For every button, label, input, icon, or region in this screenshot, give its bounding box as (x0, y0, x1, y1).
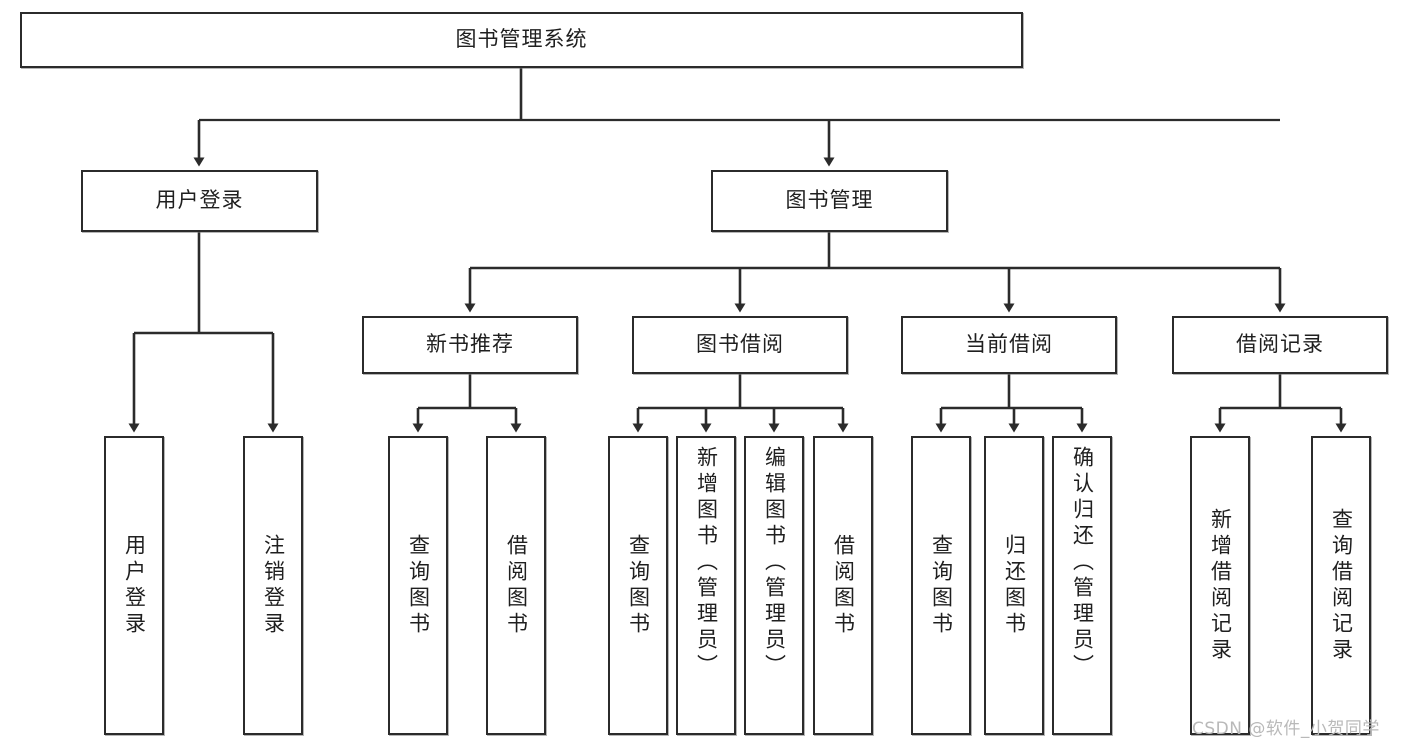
leaf-add-borrow-record[interactable]: 新增借阅记录 (1190, 436, 1250, 735)
node-book-borrow[interactable]: 图书借阅 (632, 316, 848, 374)
leaf-query-borrow-record[interactable]: 查询借阅记录 (1311, 436, 1371, 735)
node-new-book-recommend-label: 新书推荐 (426, 332, 514, 357)
leaf-user-login[interactable]: 用户登录 (104, 436, 164, 735)
leaf-query-book-current[interactable]: 查询图书 (911, 436, 971, 735)
leaf-edit-book-admin[interactable]: 编辑图书（管理员） (744, 436, 804, 735)
leaf-query-book-borrow-label: 查询图书 (626, 533, 651, 638)
leaf-return-book-label: 归还图书 (1002, 533, 1027, 638)
leaf-user-login-label: 用户登录 (122, 533, 147, 638)
node-current-borrow-label: 当前借阅 (965, 332, 1053, 357)
leaf-confirm-return-admin[interactable]: 确认归还（管理员） (1052, 436, 1112, 735)
leaf-confirm-return-admin-label: 确认归还（管理员） (1070, 446, 1095, 680)
node-book-management-label: 图书管理 (785, 188, 874, 213)
leaf-logout[interactable]: 注销登录 (243, 436, 303, 735)
leaf-add-borrow-record-label: 新增借阅记录 (1208, 507, 1233, 664)
node-current-borrow[interactable]: 当前借阅 (901, 316, 1117, 374)
leaf-borrow-book-recommend-label: 借阅图书 (504, 533, 529, 638)
leaf-query-book-current-label: 查询图书 (929, 533, 954, 638)
node-user-login[interactable]: 用户登录 (81, 170, 318, 232)
leaf-query-borrow-record-label: 查询借阅记录 (1329, 507, 1354, 664)
leaf-query-book-borrow[interactable]: 查询图书 (608, 436, 668, 735)
leaf-add-book-admin[interactable]: 新增图书（管理员） (676, 436, 736, 735)
node-book-management[interactable]: 图书管理 (711, 170, 948, 232)
node-book-borrow-label: 图书借阅 (696, 332, 784, 357)
leaf-add-book-admin-label: 新增图书（管理员） (694, 446, 719, 680)
node-borrow-record-label: 借阅记录 (1236, 332, 1324, 357)
leaf-logout-label: 注销登录 (261, 533, 286, 638)
node-root-label: 图书管理系统 (455, 27, 588, 52)
leaf-edit-book-admin-label: 编辑图书（管理员） (762, 446, 787, 680)
node-user-login-label: 用户登录 (155, 188, 244, 213)
leaf-borrow-book[interactable]: 借阅图书 (813, 436, 873, 735)
leaf-query-book-recommend[interactable]: 查询图书 (388, 436, 448, 735)
leaf-borrow-book-recommend[interactable]: 借阅图书 (486, 436, 546, 735)
node-borrow-record[interactable]: 借阅记录 (1172, 316, 1388, 374)
node-root[interactable]: 图书管理系统 (20, 12, 1023, 68)
leaf-borrow-book-label: 借阅图书 (831, 533, 856, 638)
node-new-book-recommend[interactable]: 新书推荐 (362, 316, 578, 374)
leaf-return-book[interactable]: 归还图书 (984, 436, 1044, 735)
csdn-watermark: CSDN @软件_小贺同学 (1192, 719, 1380, 739)
leaf-query-book-recommend-label: 查询图书 (406, 533, 431, 638)
